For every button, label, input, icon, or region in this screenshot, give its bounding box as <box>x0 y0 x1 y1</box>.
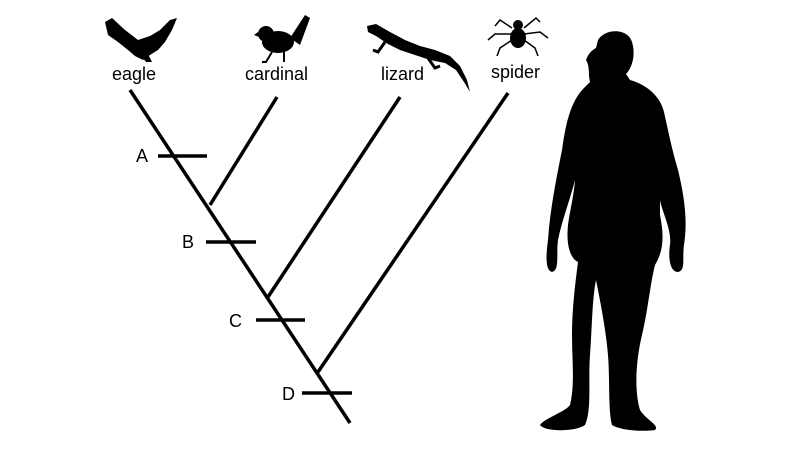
lizard-icon <box>367 24 470 92</box>
branch-cardinal <box>208 96 279 206</box>
node-label-b: B <box>182 232 194 252</box>
main-trunk <box>128 89 352 424</box>
branch-spider <box>316 92 510 373</box>
taxon-label-spider: spider <box>491 62 540 82</box>
node-label-c: C <box>229 311 242 331</box>
human-silhouette-icon <box>540 31 686 431</box>
node-label-a: A <box>136 146 148 166</box>
taxon-label-cardinal: cardinal <box>245 64 308 84</box>
branch-lizard <box>266 96 402 298</box>
node-label-d: D <box>282 384 295 404</box>
cardinal-icon <box>254 15 310 63</box>
eagle-icon <box>105 18 177 62</box>
spider-icon <box>487 16 549 57</box>
taxon-label-lizard: lizard <box>381 64 424 84</box>
taxon-label-eagle: eagle <box>112 64 156 84</box>
